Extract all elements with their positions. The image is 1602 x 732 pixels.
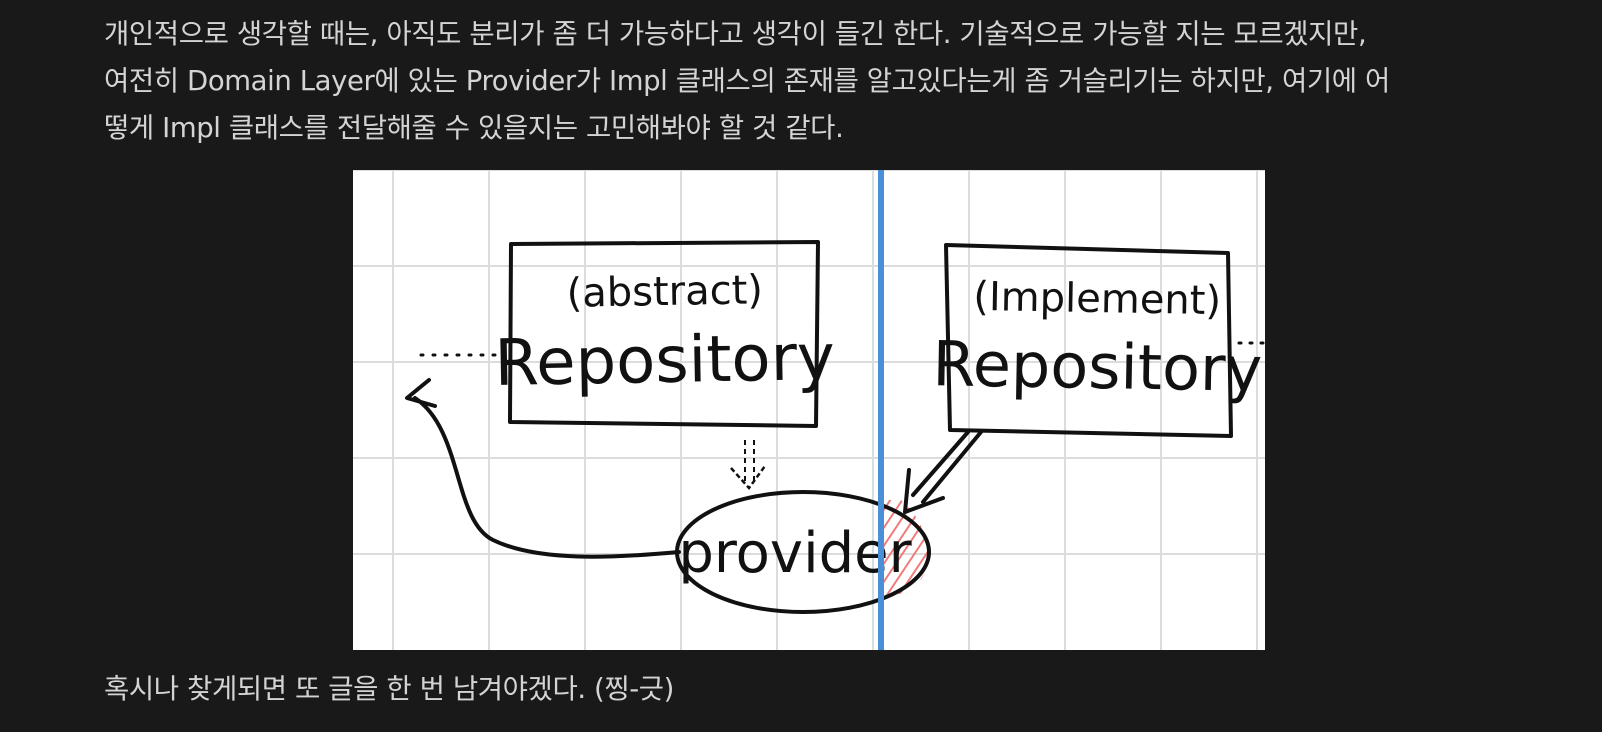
left-box-title: Repository [494,321,836,401]
hatch-line [924,500,929,600]
curved-arrow [413,396,681,559]
paragraph-line: 혹시나 찾게되면 또 글을 한 번 남겨야겠다. (찡-긋) [104,673,675,705]
paragraph-line: 개인적으로 생각할 때는, 아직도 분리가 좀 더 가능하다고 생각이 들긴 한… [104,18,1367,50]
left-box-annotation: (abstract) [566,267,763,316]
paragraph-bottom: 혹시나 찾게되면 또 글을 한 번 남겨야겠다. (찡-긋) [104,666,1524,713]
hatch-line [937,490,1017,610]
hatch-line [949,490,1029,610]
right-box-annotation: (Implement) [973,274,1221,324]
hatch-line [961,490,1041,610]
hatch-line [881,500,929,600]
left-box-outline [508,240,820,428]
paragraph-top: 개인적으로 생각할 때는, 아직도 분리가 좀 더 가능하다고 생각이 들긴 한… [104,11,1524,152]
diagram-figure: (abstract) Repository provider (Implemen… [353,170,1265,650]
provider-label: provider [678,521,912,586]
curved-arrow-head [405,378,437,408]
hatch-line [881,500,929,600]
dependency-arrow [730,440,767,490]
provider-ellipse [675,490,931,614]
hatch-line [912,500,929,600]
paragraph-line: 떻게 Impl 클래스를 전달해줄 수 있을지는 고민해봐야 할 것 같다. [104,112,844,144]
right-box-outline [944,243,1233,438]
hatch-line [973,490,1053,610]
diagram-drawing: (abstract) Repository provider (Implemen… [353,170,1265,650]
hatch-line [985,490,1065,610]
paragraph-line: 여전히 Domain Layer에 있는 Provider가 Impl 클래스의… [104,65,1390,97]
implementation-arrow [903,430,983,514]
grid-lines [353,170,1265,650]
right-box-title: Repository [932,327,1263,406]
